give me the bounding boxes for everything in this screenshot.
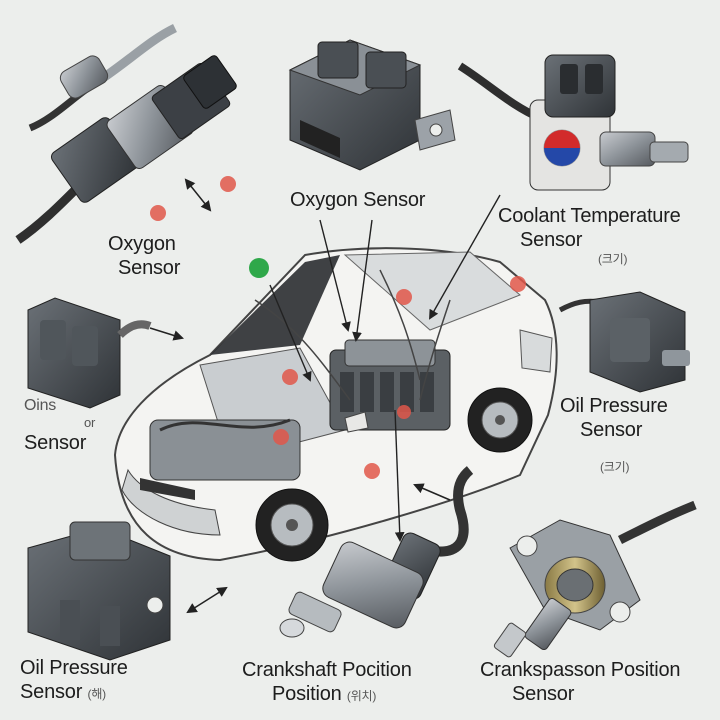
label-line-text: Sensor	[20, 681, 83, 703]
label-coolant-temperature-sensor: Coolant Temperature Sensor (크기)	[498, 204, 681, 266]
label-line: Crankspasson Position	[480, 659, 681, 681]
label-line: Sensor	[512, 683, 575, 705]
label-line: Oins	[24, 397, 57, 414]
marker-red	[364, 463, 380, 479]
label-line: Oxygon	[108, 233, 176, 255]
label-note: (위치)	[346, 689, 377, 703]
marker-red	[220, 176, 236, 192]
label-oxygen-sensor-top: Oxygon Sensor	[290, 189, 426, 211]
label-line: Oil Pressure	[560, 395, 668, 417]
crankshaft-sensor-right-illustration	[493, 500, 697, 658]
label-note: (크기)	[598, 252, 628, 266]
label-line: or	[84, 415, 96, 431]
car-cutaway-illustration	[113, 247, 558, 562]
marker-green	[249, 258, 269, 278]
oil-sensor-bottom-left-illustration	[27, 521, 228, 661]
callout-markers	[150, 176, 526, 479]
coolant-sensor-illustration	[457, 54, 689, 191]
label-oil-pressure-sensor-right: Oil Pressure Sensor (크기)	[560, 394, 668, 474]
marker-red	[397, 405, 411, 419]
label-line: Sensor	[24, 431, 87, 454]
marker-red	[510, 276, 526, 292]
label-note: (크기)	[600, 460, 630, 474]
label-oxygen-sensor-left: Oxygon Sensor	[108, 232, 180, 280]
marker-red	[273, 429, 289, 445]
oil-sensor-right-illustration	[558, 291, 690, 393]
leader-lines	[269, 194, 501, 542]
label-line: Coolant Temperature	[498, 205, 681, 227]
label-line: Sensor	[580, 419, 643, 441]
label-line: Crankshaft Pocition	[242, 659, 412, 681]
label-line: Sensor	[520, 229, 583, 251]
label-oil-sensor-left-mid: Oins or Sensor	[24, 396, 95, 455]
label-line: Position (위치)	[242, 682, 412, 706]
marker-red	[396, 289, 412, 305]
label-crankshaft-position-sensor-right: Crankspasson Position Sensor	[480, 658, 681, 706]
label-oil-pressure-sensor-bottom-left: Oil Pressure Sensor (해)	[20, 656, 128, 704]
label-line-text: Position	[272, 683, 342, 705]
marker-red	[150, 205, 166, 221]
label-line: Sensor (해)	[20, 680, 128, 704]
engine-bay-illustration	[149, 269, 451, 481]
label-line: Oil Pressure	[20, 657, 128, 679]
marker-red	[282, 369, 298, 385]
label-line: Sensor	[118, 257, 181, 279]
oil-sensor-left-mid-illustration	[27, 297, 185, 409]
oxygen-sensor-top-left-illustration	[15, 23, 237, 244]
label-crankshaft-position-sensor-mid: Crankshaft Pocition Position (위치)	[242, 658, 412, 706]
connector-top-illustration	[288, 39, 456, 171]
label-note: (해)	[87, 687, 107, 701]
crankshaft-sensor-mid-illustration	[279, 466, 474, 638]
